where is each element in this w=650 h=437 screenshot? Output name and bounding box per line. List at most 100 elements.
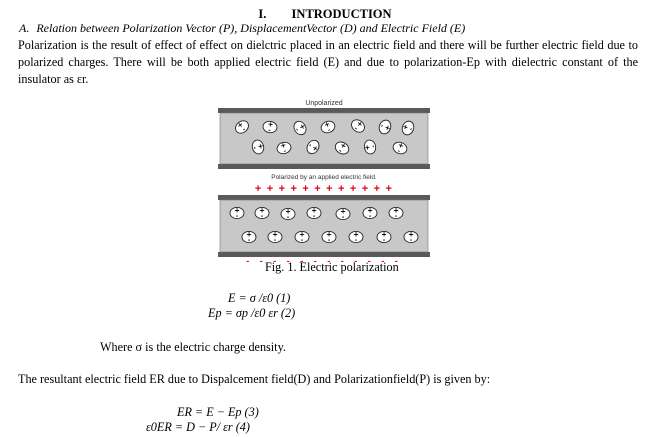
svg-text:-: - <box>355 237 358 244</box>
svg-text:+: + <box>259 207 265 215</box>
dipole-molecule: +- <box>262 120 278 134</box>
dipole-molecule: +- <box>306 207 322 220</box>
svg-text:-: - <box>241 126 248 133</box>
svg-text:+: + <box>397 141 405 151</box>
svg-text:+: + <box>236 120 246 130</box>
dipole-molecule: +- <box>376 231 392 244</box>
svg-text:-: - <box>342 214 345 221</box>
top-plate-lower <box>218 164 430 169</box>
section-heading: I. INTRODUCTION <box>0 7 650 22</box>
dipole-molecule: +- <box>251 139 265 155</box>
bottom-plate <box>218 252 430 257</box>
subsection-heading: A. Relation between Polarization Vector … <box>19 21 465 36</box>
svg-text:+: + <box>367 207 373 215</box>
dipole-molecule: +- <box>321 231 337 244</box>
intro-paragraph: Polarization is the result of effect of … <box>18 38 638 86</box>
svg-text:-: - <box>410 237 413 244</box>
dipole-molecule: +- <box>378 119 392 135</box>
subsection-title: Relation between Polarization Vector (P)… <box>36 21 466 35</box>
svg-text:+: + <box>323 120 331 130</box>
section-number: I. <box>258 7 267 21</box>
svg-text:+: + <box>234 207 240 215</box>
figure-caption: Fig. 1. Electric polarization <box>265 260 399 274</box>
svg-text:+: + <box>339 141 348 151</box>
dipole-molecule: +- <box>293 120 307 136</box>
svg-text:-: - <box>378 123 386 128</box>
svg-text:+: + <box>401 123 411 131</box>
svg-text:-: - <box>287 214 290 221</box>
dipole-molecule: +- <box>401 120 416 136</box>
dipole-molecule: +- <box>348 231 364 244</box>
svg-text:+: + <box>363 144 372 151</box>
svg-text:+: + <box>285 208 291 216</box>
svg-text:-: - <box>383 237 386 244</box>
resultant-sentence: The resultant electric field ER due to D… <box>18 372 491 386</box>
section-title: INTRODUCTION <box>291 7 392 21</box>
svg-text:+: + <box>393 207 399 215</box>
svg-text:+: + <box>340 208 346 216</box>
svg-text:-: - <box>353 125 360 132</box>
svg-text:-: - <box>274 237 277 244</box>
polarization-figure: Unpolarized +-+-+-+-+-+-+-+-+-+-+-+-+- P… <box>218 96 430 266</box>
dipole-molecule: +- <box>403 231 419 244</box>
dipole-molecule: +- <box>334 141 350 155</box>
dipole-molecule: +- <box>241 231 257 244</box>
svg-text:-: - <box>301 237 304 244</box>
svg-text:-: - <box>395 213 398 220</box>
svg-text:+: + <box>279 141 287 150</box>
svg-text:-: - <box>283 148 288 156</box>
svg-text:+: + <box>246 231 252 239</box>
svg-text:+: + <box>381 231 387 239</box>
svg-text:+: + <box>267 120 274 129</box>
equation-2: Ep = σp /ε0 εr (2) <box>208 306 296 320</box>
polarization-illustration: Unpolarized +-+-+-+-+-+-+-+-+-+-+-+-+- P… <box>218 100 430 266</box>
unpolarized-molecules: +-+-+-+-+-+-+-+-+-+-+-+-+- <box>235 119 416 156</box>
svg-text:-: - <box>328 237 331 244</box>
plus-charges: + + + + + + + + + + + + <box>255 183 393 195</box>
minus-charges: - - - - - - - - - - - - <box>246 256 401 264</box>
svg-text:+: + <box>353 231 359 239</box>
svg-text:+: + <box>256 142 265 150</box>
dipole-molecule: +- <box>362 207 378 220</box>
svg-text:-: - <box>251 146 259 151</box>
dipole-molecule: +- <box>276 141 292 156</box>
svg-text:+: + <box>355 119 365 129</box>
polarized-molecules: +-+-+-+-+-+-+-+-+-+-+-+-+-+- <box>229 207 419 244</box>
where-sentence: Where σ is the electric charge density. <box>100 340 286 354</box>
equation-3: ER = E − Ep (3) <box>177 405 259 419</box>
svg-text:-: - <box>313 213 316 220</box>
unpolarized-panel <box>219 112 429 165</box>
top-plate <box>218 108 430 113</box>
dipole-molecule: +- <box>235 120 249 134</box>
svg-text:-: - <box>268 127 272 134</box>
polarized-label: Polarized by an applied electric field. <box>271 174 377 181</box>
svg-text:-: - <box>370 144 377 148</box>
bottom-plate-upper <box>218 195 430 200</box>
svg-text:+: + <box>299 231 305 239</box>
svg-text:-: - <box>261 213 264 220</box>
dipole-molecule: +- <box>254 207 270 220</box>
dipole-molecule: +- <box>267 231 283 244</box>
svg-text:-: - <box>396 148 401 156</box>
dipole-molecule: +- <box>335 208 351 221</box>
svg-text:+: + <box>408 231 414 239</box>
svg-text:+: + <box>297 122 307 131</box>
dipole-molecule: +- <box>280 208 296 221</box>
dipole-molecule: +- <box>392 141 408 156</box>
unpolarized-label: Unpolarized <box>305 100 342 107</box>
svg-text:-: - <box>408 126 416 131</box>
subsection-label: A. <box>19 21 30 35</box>
svg-text:-: - <box>236 213 239 220</box>
svg-text:-: - <box>306 142 314 148</box>
dipole-molecule: +- <box>306 139 320 155</box>
svg-text:+: + <box>310 144 320 153</box>
dipole-molecule: +- <box>351 119 365 133</box>
equation-1: E = σ /ε0 (1) <box>228 291 291 305</box>
svg-text:+: + <box>272 231 278 239</box>
svg-text:-: - <box>369 213 372 220</box>
dipole-molecule: +- <box>388 207 404 220</box>
dipole-molecule: +- <box>229 207 245 220</box>
equation-4: ε0ER = D − P/ εr (4) <box>146 420 250 434</box>
svg-text:-: - <box>248 237 251 244</box>
svg-text:-: - <box>327 126 332 134</box>
